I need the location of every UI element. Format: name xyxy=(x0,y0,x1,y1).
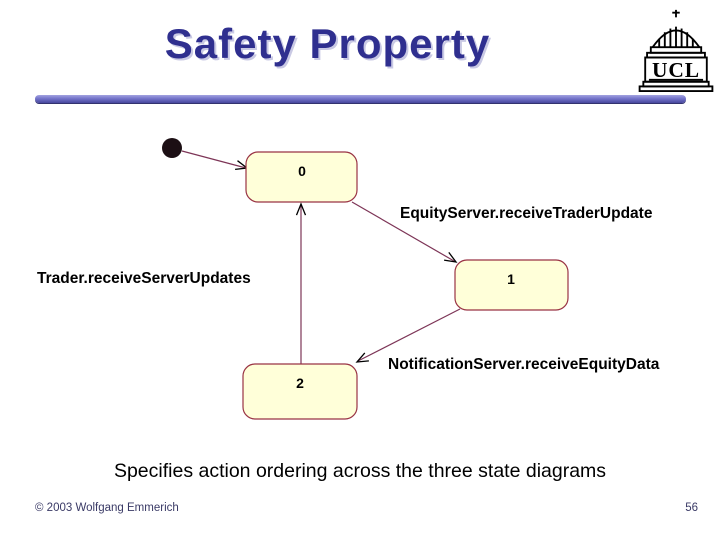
state-0-label: 0 xyxy=(298,163,306,179)
ucl-logo-text: UCL xyxy=(652,58,700,82)
transition-initial-to-0 xyxy=(181,150,247,169)
footer-copyright: © 2003 Wolfgang Emmerich xyxy=(35,502,179,514)
slide-caption: Specifies action ordering across the thr… xyxy=(113,460,607,482)
slide-title: Safety Property xyxy=(164,20,491,67)
title-divider xyxy=(35,95,686,103)
state-0-box xyxy=(245,151,358,203)
arrowhead-into-0-from-2 xyxy=(295,202,307,216)
footer-page-number: 56 xyxy=(685,502,698,514)
state-1-box xyxy=(454,259,569,311)
transition-0-to-1-label: EquityServer.receiveTraderUpdate xyxy=(400,205,653,222)
transition-2-to-0-label: Trader.receiveServerUpdates xyxy=(37,270,251,287)
state-1-label: 1 xyxy=(507,271,515,287)
arrowhead-into-2 xyxy=(355,352,369,363)
arrowhead-into-1 xyxy=(443,252,458,263)
transition-1-to-2 xyxy=(357,308,461,362)
ucl-logo-icon: UCL xyxy=(638,9,714,92)
initial-state xyxy=(162,138,182,158)
state-2-box xyxy=(242,363,358,420)
state-2-label: 2 xyxy=(296,375,304,391)
transition-1-to-2-label: NotificationServer.receiveEquityData xyxy=(388,356,660,373)
transition-0-to-1 xyxy=(351,201,455,262)
